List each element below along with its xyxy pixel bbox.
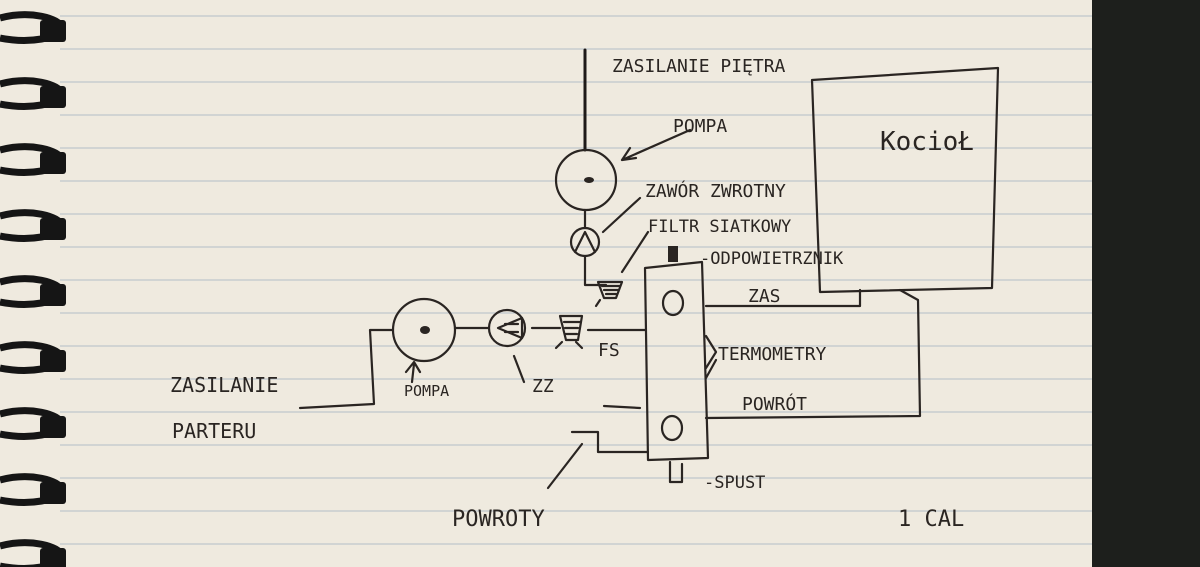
pump-lower-center xyxy=(420,326,430,334)
returns-label: POWROTY xyxy=(452,507,545,532)
air-vent-icon xyxy=(668,246,678,262)
check-valve-left-label: ZZ xyxy=(532,376,554,397)
pump-upper-center xyxy=(584,177,594,183)
spiral-hole xyxy=(40,218,66,240)
thermometer-supply-icon xyxy=(661,289,685,317)
supply-ground-floor-label-1: ZASILANIE xyxy=(170,373,278,397)
spiral-hole xyxy=(40,482,66,504)
supply-upper-floor-label: ZASILANIE PIĘTRA xyxy=(612,56,786,77)
check-valve-upper-arrow xyxy=(601,196,642,234)
pump-lower-arrow xyxy=(404,360,422,384)
spiral-hole xyxy=(40,20,66,42)
filter-upper-mesh xyxy=(594,284,622,308)
filter-label: FILTR SIATKOWY xyxy=(648,217,791,237)
spiral-hole xyxy=(40,152,66,174)
filter-upper-icon xyxy=(596,280,624,300)
spiral-binding xyxy=(0,11,66,567)
return-pipe-boiler xyxy=(704,288,922,420)
pump-upper-arrow xyxy=(620,128,692,162)
air-vent-label: -ODPOWIETRZNIK xyxy=(700,249,844,269)
thermometers-bracket xyxy=(704,334,718,380)
supply-ground-floor-pipe xyxy=(298,328,395,410)
pipe-size-label: 1 CAL xyxy=(898,507,964,532)
pump-lower-label: POMPA xyxy=(404,382,449,400)
supply-label: ZAS xyxy=(748,286,781,307)
supply-ground-floor-label-2: PARTERU xyxy=(172,419,256,443)
pump-upper-label: POMPA xyxy=(673,116,727,137)
thermometer-return-icon xyxy=(660,414,684,442)
filter-upper-arrow xyxy=(620,230,650,274)
drain-label: -SPUST xyxy=(704,473,765,493)
thermometers-label: TERMOMETRY xyxy=(718,344,827,365)
spiral-hole xyxy=(40,350,66,372)
filter-left-label: FS xyxy=(598,340,620,361)
ruled-lines xyxy=(60,15,1092,545)
check-valve-left-triangle xyxy=(496,316,524,340)
filter-left-icon xyxy=(558,314,584,342)
manifold-outline xyxy=(643,260,710,462)
check-valve-left-arrow xyxy=(512,354,526,384)
filter-left-mesh xyxy=(554,320,584,350)
spiral-hole xyxy=(40,284,66,306)
boiler-label: KocioŁ xyxy=(880,127,974,157)
return-label: POWRÓT xyxy=(742,393,807,415)
returns-arrow xyxy=(546,442,584,490)
return-pipe-1 xyxy=(602,404,642,410)
boiler-outline xyxy=(810,66,1000,294)
spiral-hole xyxy=(40,548,66,567)
return-pipe-2 xyxy=(570,430,650,454)
paper xyxy=(0,0,1092,567)
supply-pipe-boiler xyxy=(704,288,862,308)
drain-icon xyxy=(668,460,684,484)
spiral-hole xyxy=(40,86,66,108)
spiral-hole xyxy=(40,416,66,438)
check-valve-label: ZAWÓR ZWROTNY xyxy=(645,180,786,202)
check-valve-upper-triangle xyxy=(573,230,597,254)
